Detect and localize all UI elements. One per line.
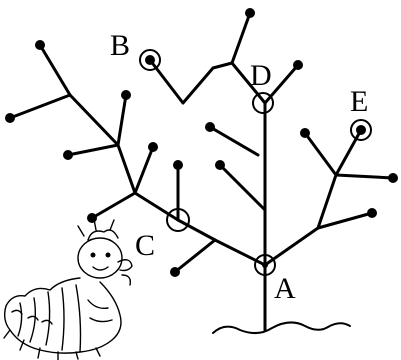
- twig-c-up-right: [135, 147, 153, 193]
- twig-right-up: [305, 133, 336, 175]
- label-e: E: [350, 85, 368, 118]
- leaf-dot: [63, 150, 73, 160]
- twig-a-low-left: [175, 240, 215, 272]
- point-d: [253, 93, 273, 113]
- twig-c-down-left: [92, 193, 135, 218]
- leaf-dot: [5, 113, 15, 123]
- point-d-ring: [253, 93, 273, 113]
- label-c: C: [135, 229, 155, 262]
- leaf-dot: [293, 60, 303, 70]
- leaf-dot: [170, 267, 180, 277]
- label-b: B: [110, 29, 130, 62]
- leaf-dots: [5, 8, 398, 277]
- limb-right: [265, 130, 361, 265]
- leaf-dot: [388, 173, 398, 183]
- point-e: [351, 120, 371, 140]
- twig-trunk-left-1: [220, 165, 265, 210]
- limb-to-b: [150, 60, 232, 103]
- ground-line: [213, 322, 350, 333]
- point-b-dot: [145, 55, 155, 65]
- twig-right-low: [318, 213, 372, 228]
- twig-top-left-2: [10, 95, 70, 118]
- twig-right-mid: [336, 175, 393, 178]
- leaf-dot: [121, 90, 131, 100]
- twig-mid-left: [68, 145, 118, 155]
- leaf-dot: [35, 40, 45, 50]
- twig-upper-mid: [118, 95, 126, 145]
- leaf-dot: [245, 8, 255, 18]
- point-b: [140, 50, 160, 70]
- twig-top-left-1: [40, 45, 70, 95]
- point-a-dot: [262, 262, 268, 268]
- point-e-dot: [356, 125, 366, 135]
- caterpillar-illustration: [4, 219, 132, 360]
- twig-trunk-left-2: [210, 127, 258, 155]
- leaf-dot: [215, 160, 225, 170]
- leaf-dot: [205, 122, 215, 132]
- leaf-dot: [87, 213, 97, 223]
- label-d: D: [250, 59, 272, 92]
- leaf-dot: [148, 142, 158, 152]
- label-a: A: [274, 272, 296, 305]
- leaf-dot: [300, 128, 310, 138]
- leaf-dot: [367, 208, 377, 218]
- leaf-dot: [173, 160, 183, 170]
